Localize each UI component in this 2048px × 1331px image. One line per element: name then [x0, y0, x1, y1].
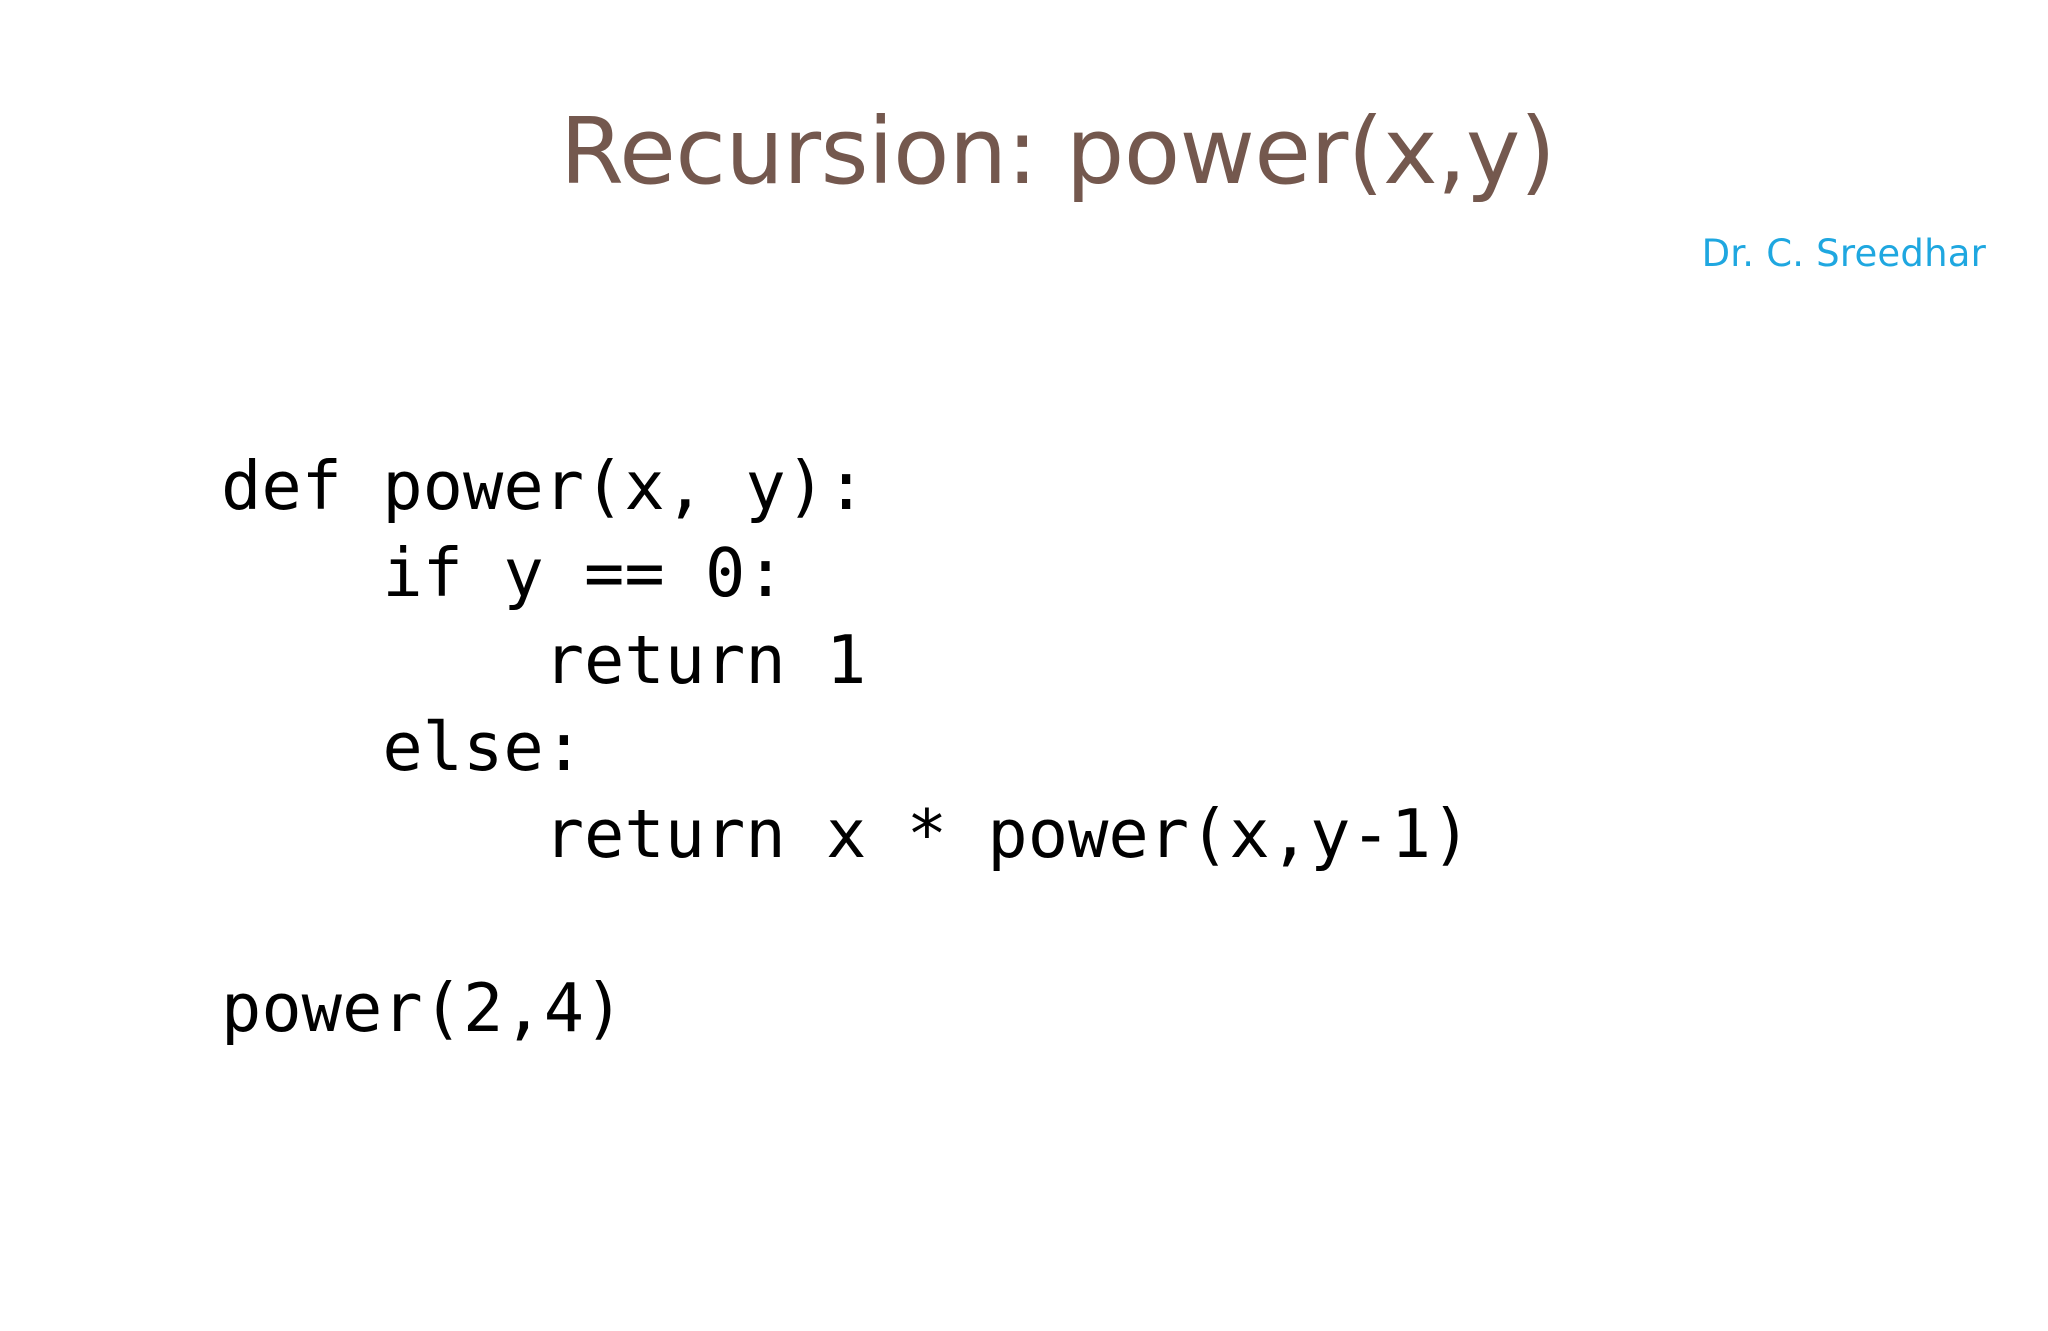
code-line-blank — [221, 878, 1471, 965]
code-line: return 1 — [221, 621, 867, 699]
code-line: if y == 0: — [221, 534, 786, 612]
code-block: def power(x, y): if y == 0: return 1 els… — [221, 443, 1471, 1052]
author-byline: Dr. C. Sreedhar — [1701, 232, 1986, 275]
code-line: return x * power(x,y-1) — [221, 795, 1472, 873]
code-line: else: — [221, 708, 585, 786]
page-title: Recursion: power(x,y) — [560, 97, 1556, 205]
code-line: power(2,4) — [221, 969, 625, 1047]
code-line: def power(x, y): — [221, 447, 867, 525]
